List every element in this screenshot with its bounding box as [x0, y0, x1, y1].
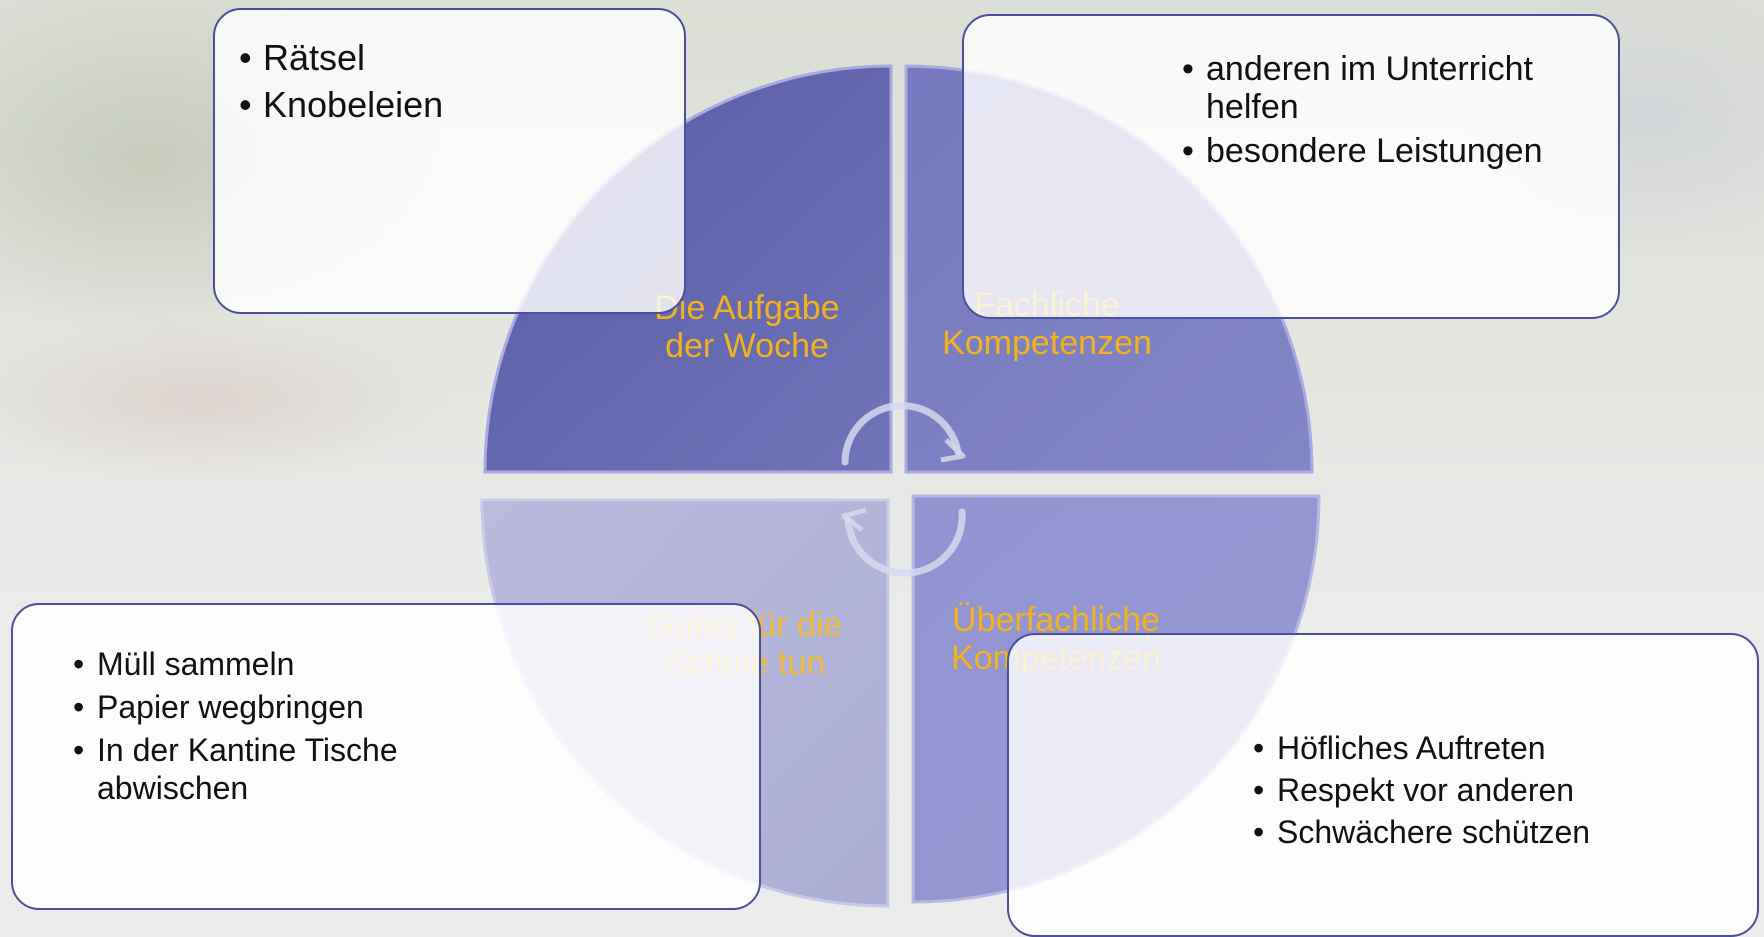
callout-box-school-service: Müll sammeln Papier wegbringen In der Ka…: [11, 603, 761, 910]
callout-box-cross-skills: Höfliches Auftreten Respekt vor anderen …: [1007, 633, 1759, 937]
list-item: besondere Leistungen: [1182, 132, 1598, 170]
list-item: Höfliches Auftreten: [1253, 727, 1737, 769]
list-item: Papier wegbringen: [73, 688, 739, 726]
list-item: Respekt vor anderen: [1253, 769, 1737, 811]
bullet-list: Rätsel Knobeleien: [239, 34, 664, 128]
list-item: anderen im Unterricht helfen: [1182, 50, 1598, 126]
list-item: Müll sammeln: [73, 645, 739, 683]
bullet-list: Müll sammeln Papier wegbringen In der Ka…: [73, 645, 739, 807]
bullet-list: Höfliches Auftreten Respekt vor anderen …: [1253, 727, 1737, 853]
cycle-arrows-icon: [841, 402, 966, 577]
segment-label-task-of-week: Die Aufgabe der Woche: [654, 289, 840, 365]
callout-box-task-of-week: Rätsel Knobeleien: [213, 8, 686, 314]
list-item: Schwächere schützen: [1253, 811, 1737, 853]
list-item: In der Kantine Tische abwischen: [73, 731, 739, 807]
callout-box-subject-skills: anderen im Unterricht helfen besondere L…: [962, 14, 1620, 319]
bullet-list: anderen im Unterricht helfen besondere L…: [1182, 50, 1598, 170]
list-item: Knobeleien: [239, 81, 664, 128]
list-item: Rätsel: [239, 34, 664, 81]
